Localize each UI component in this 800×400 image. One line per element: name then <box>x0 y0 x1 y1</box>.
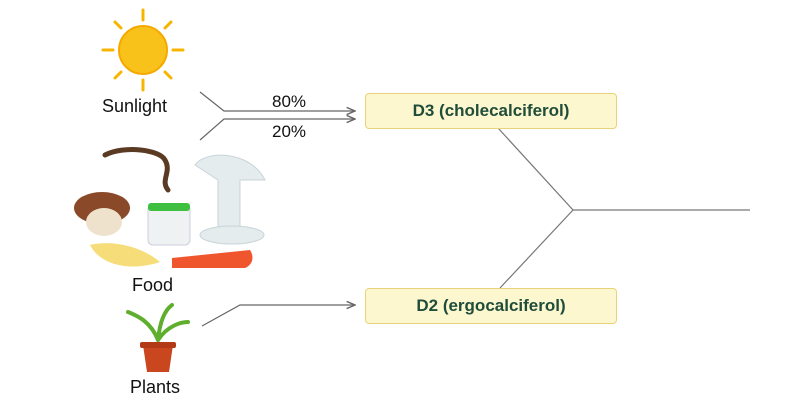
plant-icon <box>126 303 190 372</box>
food-arrow <box>199 119 355 141</box>
sun-icon <box>101 8 185 92</box>
d2-box: D2 (ergocalciferol) <box>365 288 617 324</box>
food-icons <box>74 147 266 268</box>
merge-lines <box>497 127 750 289</box>
plants-arrow <box>201 305 355 327</box>
sunlight-arrow <box>199 91 355 111</box>
sunlight-label: Sunlight <box>102 96 168 116</box>
percent-20-label: 20% <box>272 122 307 141</box>
percent-80-label: 80% <box>272 92 307 111</box>
d3-box: D3 (cholecalciferol) <box>365 93 617 129</box>
food-label: Food <box>132 275 174 295</box>
plants-label: Plants <box>130 377 181 397</box>
